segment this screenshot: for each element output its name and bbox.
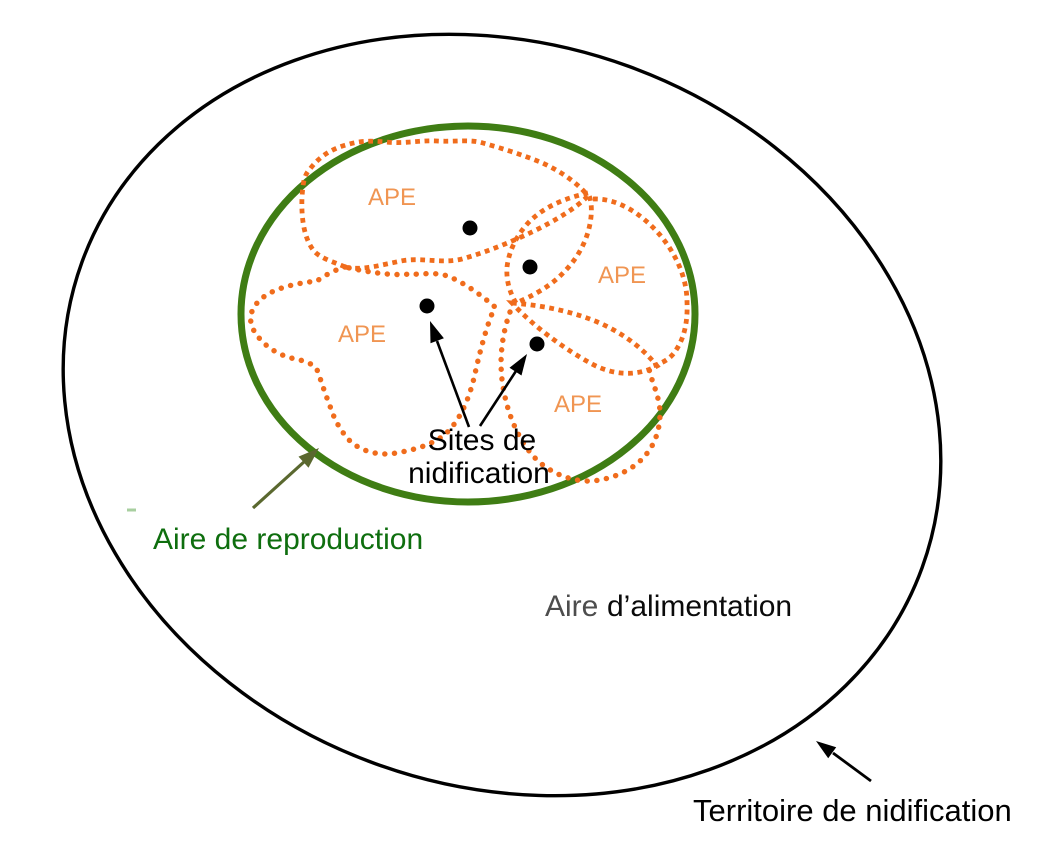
ape-label-right: APE <box>598 262 646 289</box>
nest-arrow-right-head <box>509 354 527 376</box>
ape-zone-lens-outline <box>506 300 661 376</box>
feeding-area-label-word1: Aire <box>545 590 598 623</box>
nest-arrow-left-head <box>430 321 444 344</box>
nest-sites-label-line2: nidification <box>408 457 550 490</box>
nest-sites-label-line1: Sites de <box>428 424 536 457</box>
nest-dot-2 <box>522 259 538 275</box>
feeding-area-label-word2: d’alimentation <box>607 590 792 623</box>
nest-dot-1 <box>462 220 478 236</box>
nest-arrow-left-shaft <box>435 340 471 428</box>
reproduction-arrow-head <box>298 448 319 468</box>
territory-arrow-shaft <box>832 751 872 783</box>
territory-arrow-head <box>816 741 837 759</box>
nest-dot-3 <box>419 298 435 314</box>
ape-zone-left-outline <box>247 264 499 457</box>
reproduction-ellipse <box>237 122 699 506</box>
reproduction-area-label: Aire de reproduction <box>153 523 423 556</box>
nest-arrow-right-shaft <box>478 370 518 427</box>
ape-label-bottom: APE <box>554 391 602 418</box>
nest-dot-4 <box>529 336 545 352</box>
ape-zone-top-outline <box>299 138 592 271</box>
ape-label-top: APE <box>368 184 416 211</box>
ape-label-left: APE <box>338 321 386 348</box>
reproduction-arrow-shaft <box>251 459 307 510</box>
territory-label: Territoire de nidification <box>693 793 1012 828</box>
ape-zone-leaf-outline <box>504 190 594 307</box>
